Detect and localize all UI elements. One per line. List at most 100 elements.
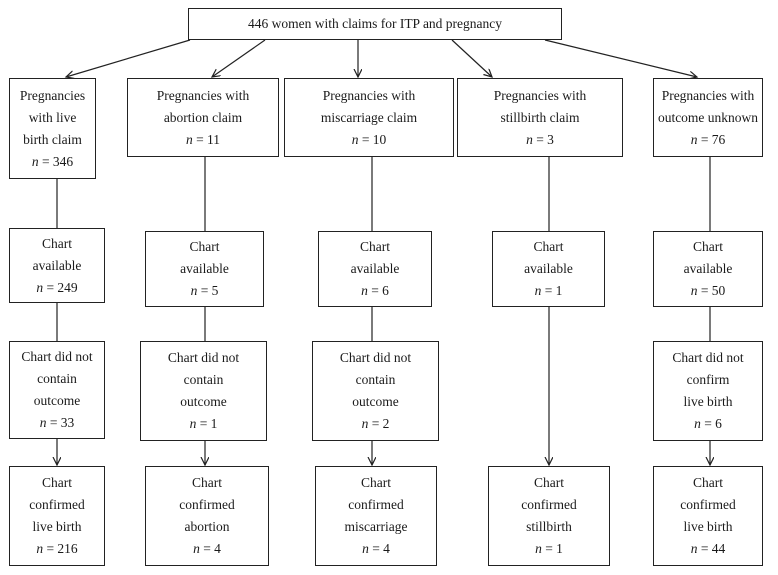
unknown-confirmed-count-value: = 44: [697, 541, 726, 556]
abortion-chart-box: Chart available n = 5: [145, 231, 264, 307]
miscarriage-claim-box: Pregnancies with miscarriage claim n = 10: [284, 78, 454, 157]
live-birth-claim-line: Pregnancies: [19, 87, 86, 103]
live-birth-excluded-count-value: = 33: [46, 415, 75, 430]
n-symbol: n: [39, 415, 47, 430]
live-birth-chart-count-value: = 249: [43, 279, 78, 295]
unknown-claim-count-value: = 76: [697, 131, 726, 147]
stillbirth-confirmed-box: Chart confirmed stillbirth n = 1: [488, 466, 610, 566]
abortion-chart-line: available: [180, 261, 229, 276]
top-box: 446 women with claims for ITP and pregna…: [188, 8, 562, 40]
stillbirth-chart-count: n = 1: [535, 280, 563, 302]
n-symbol: n: [690, 283, 698, 298]
miscarriage-excluded-line: Chart did not: [339, 350, 412, 365]
miscarriage-chart-count: n = 6: [361, 280, 389, 302]
n-symbol: n: [190, 283, 198, 298]
miscarriage-chart-count-value: = 6: [367, 283, 389, 298]
abortion-confirmed-line: abortion: [184, 519, 230, 534]
unknown-claim-line: Pregnancies with: [661, 87, 755, 103]
miscarriage-confirmed-count-value: = 4: [368, 541, 390, 556]
unknown-chart-line: available: [683, 261, 733, 276]
miscarriage-excluded-count: n = 2: [362, 413, 390, 435]
live-birth-excluded-line: contain: [37, 371, 77, 386]
miscarriage-confirmed-line: Chart: [361, 475, 391, 490]
unknown-claim-line: outcome unknown: [657, 109, 759, 125]
stillbirth-chart-line: available: [524, 261, 573, 276]
stillbirth-claim-line: stillbirth claim: [500, 109, 580, 125]
live-birth-confirmed-line: live birth: [32, 519, 82, 534]
miscarriage-confirmed-count: n = 4: [362, 538, 390, 560]
live-birth-fan-arrow: [66, 39, 191, 77]
miscarriage-claim-count-value: = 10: [358, 131, 387, 147]
stillbirth-confirmed-line: stillbirth: [526, 519, 572, 534]
stillbirth-claim-box: Pregnancies with stillbirth claim n = 3: [457, 78, 623, 157]
n-symbol: n: [535, 541, 542, 556]
n-symbol: n: [694, 416, 701, 431]
live-birth-claim-count-value: = 346: [38, 153, 74, 169]
stillbirth-claim-line: Pregnancies with: [493, 87, 587, 103]
n-symbol: n: [690, 131, 698, 147]
abortion-excluded-count-value: = 1: [196, 416, 218, 431]
unknown-claim-box: Pregnancies with outcome unknown n = 76: [653, 78, 763, 157]
n-symbol: n: [193, 541, 200, 556]
abortion-claim-line: abortion claim: [163, 109, 243, 125]
live-birth-claim-count: n = 346: [32, 151, 73, 173]
unknown-chart-line: Chart: [693, 239, 723, 254]
abortion-excluded-line: Chart did not: [167, 350, 240, 365]
stillbirth-confirmed-count-value: = 1: [541, 541, 563, 556]
miscarriage-claim-line: Pregnancies with: [322, 87, 416, 103]
unknown-excluded-count-value: = 6: [700, 416, 722, 431]
stillbirth-claim-count: n = 3: [526, 129, 554, 151]
unknown-chart-count: n = 50: [691, 280, 726, 302]
abortion-confirmed-line: Chart: [192, 475, 222, 490]
miscarriage-chart-line: Chart: [360, 239, 390, 254]
miscarriage-claim-count: n = 10: [352, 129, 387, 151]
unknown-fan-arrow: [544, 39, 697, 77]
stillbirth-confirmed-count: n = 1: [535, 538, 563, 560]
n-symbol: n: [36, 279, 44, 295]
n-symbol: n: [31, 153, 39, 169]
live-birth-chart-count: n = 249: [36, 277, 77, 299]
top-box-label: 446 women with claims for ITP and pregna…: [247, 16, 503, 31]
unknown-confirmed-line: confirmed: [680, 497, 736, 512]
stillbirth-confirmed-line: Chart: [534, 475, 564, 490]
unknown-chart-box: Chart available n = 50: [653, 231, 763, 307]
n-symbol: n: [361, 283, 368, 298]
live-birth-claim-line: birth claim: [23, 131, 82, 147]
unknown-excluded-line: confirm: [686, 372, 730, 387]
n-symbol: n: [185, 131, 193, 147]
n-symbol: n: [526, 131, 533, 147]
n-symbol: n: [36, 541, 44, 556]
abortion-excluded-count: n = 1: [190, 413, 218, 435]
live-birth-confirmed-count: n = 216: [36, 538, 77, 560]
n-symbol: n: [690, 541, 698, 556]
live-birth-confirmed-count-value: = 216: [43, 541, 78, 556]
abortion-chart-count-value: = 5: [197, 283, 219, 298]
live-birth-excluded-count: n = 33: [40, 412, 75, 434]
n-symbol: n: [361, 416, 369, 431]
unknown-excluded-line: live birth: [683, 394, 733, 409]
unknown-confirmed-count: n = 44: [691, 538, 726, 560]
stillbirth-claim-count-value: = 3: [532, 131, 554, 147]
abortion-excluded-line: contain: [183, 372, 224, 387]
miscarriage-confirmed-line: confirmed: [348, 497, 404, 512]
live-birth-confirmed-line: confirmed: [29, 497, 85, 512]
unknown-chart-count-value: = 50: [697, 283, 726, 298]
live-birth-chart-line: Chart: [42, 235, 72, 251]
miscarriage-excluded-line: outcome: [352, 394, 399, 409]
abortion-chart-line: Chart: [189, 239, 220, 254]
stillbirth-confirmed-line: confirmed: [521, 497, 577, 512]
miscarriage-claim-line: miscarriage claim: [320, 109, 418, 125]
abortion-excluded-line: outcome: [180, 394, 227, 409]
